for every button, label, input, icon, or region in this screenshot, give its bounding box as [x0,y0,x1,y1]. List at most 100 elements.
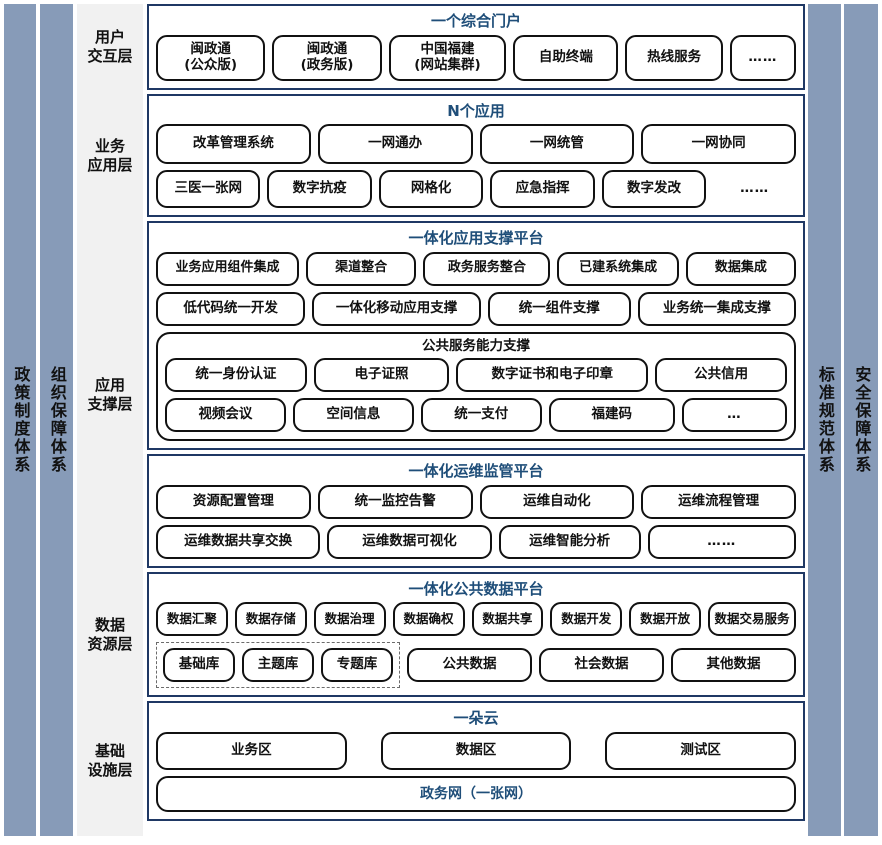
data-library-item-0[interactable]: 基础库 [163,648,235,683]
app-support-item-3[interactable]: 业务统一集成支撑 [637,291,797,326]
section-application-support: 一体化应用支撑平台 业务应用组件集成渠道整合政务服务整合已建系统集成数据集成 低… [147,221,805,451]
section-data-platform: 一体化公共数据平台 数据汇聚数据存储数据治理数据确权数据共享数据开发数据开放数据… [147,571,805,698]
layer-label-data-resource: 数据资源层 [87,616,133,653]
app-item-3[interactable]: 一网协同 [641,124,796,164]
ops-item-2[interactable]: 运维智能分析 [498,524,641,559]
operations-row: 资源配置管理统一监控告警运维自动化运维流程管理 [156,484,796,519]
pillar-security-system: 安全保障体系 [844,4,878,836]
public-service-row: 视频会议空间信息统一支付福建码… [165,398,787,433]
app-item-5[interactable]: …… [713,170,797,208]
ops-item-0[interactable]: 运维数据共享交换 [156,524,321,559]
section-operations-platform-title: 一体化运维监管平台 [408,462,544,481]
cloud-zone-1[interactable]: 数据区 [380,731,572,770]
data-item-6[interactable]: 数据开放 [629,602,702,637]
pillar-security-label: 安全保障体系 [852,366,872,474]
ops-item-0[interactable]: 资源配置管理 [156,484,311,519]
app-item-1[interactable]: 数字抗疫 [267,170,372,208]
app-support-item-3[interactable]: 已建系统集成 [557,251,679,286]
public-service-item-3[interactable]: 福建码 [548,398,675,433]
portal-item-5[interactable]: …… [729,34,796,81]
app-support-item-0[interactable]: 低代码统一开发 [156,291,306,326]
ops-item-3[interactable]: 运维流程管理 [641,484,796,519]
public-service-item-4[interactable]: … [681,398,787,433]
app-support-item-2[interactable]: 统一组件支撑 [487,291,631,326]
public-service-item-2[interactable]: 数字证书和电子印章 [456,358,649,393]
layer-label-business-application: 业务应用层 [87,137,133,174]
cloud-network-row: 政务网（一张网） [156,775,796,812]
data-source-item-2[interactable]: 其他数据 [671,648,796,683]
portal-item-1[interactable]: 闽政通(政务版) [272,34,382,81]
data-row: 基础库主题库专题库 公共数据社会数据其他数据 [156,642,796,689]
pillar-standard-label: 标准规范体系 [815,366,835,474]
section-application-support-title: 一体化应用支撑平台 [408,229,544,247]
data-item-5[interactable]: 数据开发 [550,602,623,637]
layer-label-column: 用户交互层 业务应用层 应用支撑层 数据资源层 基础设施层 [77,4,143,836]
pillar-organization-system: 组织保障体系 [40,4,73,836]
app-item-2[interactable]: 一网统管 [479,124,635,164]
section-data-platform-title: 一体化公共数据平台 [408,579,544,598]
section-applications: N个应用 改革管理系统一网通办一网统管一网协同 三医一张网数字抗疫网格化应急指挥… [147,93,805,217]
data-library-item-1[interactable]: 主题库 [242,648,314,683]
operations-row: 运维数据共享交换运维数据可视化运维智能分析…… [156,524,796,559]
layer-stack: 一个综合门户 闽政通(公众版)闽政通(政务版)中国福建(网站集群)自助终端热线服… [147,4,805,825]
portal-item-3[interactable]: 自助终端 [513,34,619,81]
data-item-2[interactable]: 数据治理 [313,602,386,637]
layer-label-infrastructure: 基础设施层 [87,742,133,779]
public-service-item-0[interactable]: 视频会议 [165,398,286,433]
application-support-row: 低代码统一开发一体化移动应用支撑统一组件支撑业务统一集成支撑 [156,291,797,326]
layer-label-application-support: 应用支撑层 [87,375,133,413]
section-portal-title: 一个综合门户 [430,12,521,30]
app-item-0[interactable]: 改革管理系统 [156,124,311,164]
app-support-item-1[interactable]: 渠道整合 [306,251,417,286]
section-cloud: 一朵云 业务区数据区测试区 政务网（一张网） [147,701,805,821]
data-row: 数据汇聚数据存储数据治理数据确权数据共享数据开发数据开放数据交易服务 [156,602,796,637]
public-service-item-1[interactable]: 电子证照 [313,358,450,393]
data-source-item-0[interactable]: 公共数据 [407,648,532,683]
data-item-4[interactable]: 数据共享 [471,602,544,637]
portal-item-2[interactable]: 中国福建(网站集群) [388,34,507,81]
data-library-item-2[interactable]: 专题库 [321,648,393,683]
section-portal: 一个综合门户 闽政通(公众版)闽政通(政务版)中国福建(网站集群)自助终端热线服… [147,4,805,90]
government-network-bar[interactable]: 政务网（一张网） [156,775,796,812]
portal-item-0[interactable]: 闽政通(公众版) [156,34,266,81]
data-item-0[interactable]: 数据汇聚 [156,602,228,637]
portal-row: 闽政通(公众版)闽政通(政务版)中国福建(网站集群)自助终端热线服务…… [156,34,796,81]
public-service-item-0[interactable]: 统一身份认证 [165,358,307,393]
app-item-4[interactable]: 数字发改 [601,170,707,208]
ops-item-1[interactable]: 运维数据可视化 [327,524,492,559]
app-support-item-2[interactable]: 政务服务整合 [423,251,551,286]
portal-item-4[interactable]: 热线服务 [625,34,723,81]
section-cloud-title: 一朵云 [453,709,499,728]
data-item-1[interactable]: 数据存储 [234,602,307,637]
application-support-row: 业务应用组件集成渠道整合政务服务整合已建系统集成数据集成 [156,251,796,286]
public-service-item-1[interactable]: 空间信息 [292,398,414,433]
data-item-3[interactable]: 数据确权 [392,602,465,637]
ops-item-2[interactable]: 运维自动化 [479,484,635,519]
app-support-item-4[interactable]: 数据集成 [685,251,796,286]
public-service-item-2[interactable]: 统一支付 [420,398,542,433]
pillar-policy-label: 政策制度体系 [11,366,31,474]
cloud-zone-0[interactable]: 业务区 [156,731,347,770]
section-applications-title: N个应用 [447,101,505,120]
cloud-zone-2[interactable]: 测试区 [605,731,797,770]
group-public-service-capability-title: 公共服务能力支撑 [422,337,530,354]
app-item-1[interactable]: 一网通办 [317,124,473,164]
layer-label-user-interaction: 用户交互层 [87,28,133,65]
pillar-organization-label: 组织保障体系 [47,366,67,474]
app-support-item-1[interactable]: 一体化移动应用支撑 [312,291,481,326]
data-source-item-1[interactable]: 社会数据 [539,648,664,683]
public-service-row: 统一身份认证电子证照数字证书和电子印章公共信用 [165,358,787,393]
data-item-7[interactable]: 数据交易服务 [708,602,796,637]
pillar-standard-system: 标准规范体系 [808,4,841,836]
ops-item-3[interactable]: …… [647,524,796,559]
cloud-zone-row: 业务区数据区测试区 [156,731,797,770]
app-item-2[interactable]: 网格化 [378,170,484,208]
data-library-group: 基础库主题库专题库 [156,642,400,689]
app-item-3[interactable]: 应急指挥 [490,170,595,208]
ops-item-1[interactable]: 统一监控告警 [317,484,473,519]
app-item-0[interactable]: 三医一张网 [156,170,261,208]
applications-row: 改革管理系统一网通办一网统管一网协同 [156,124,796,164]
app-support-item-0[interactable]: 业务应用组件集成 [156,251,300,286]
public-service-item-3[interactable]: 公共信用 [655,358,787,393]
